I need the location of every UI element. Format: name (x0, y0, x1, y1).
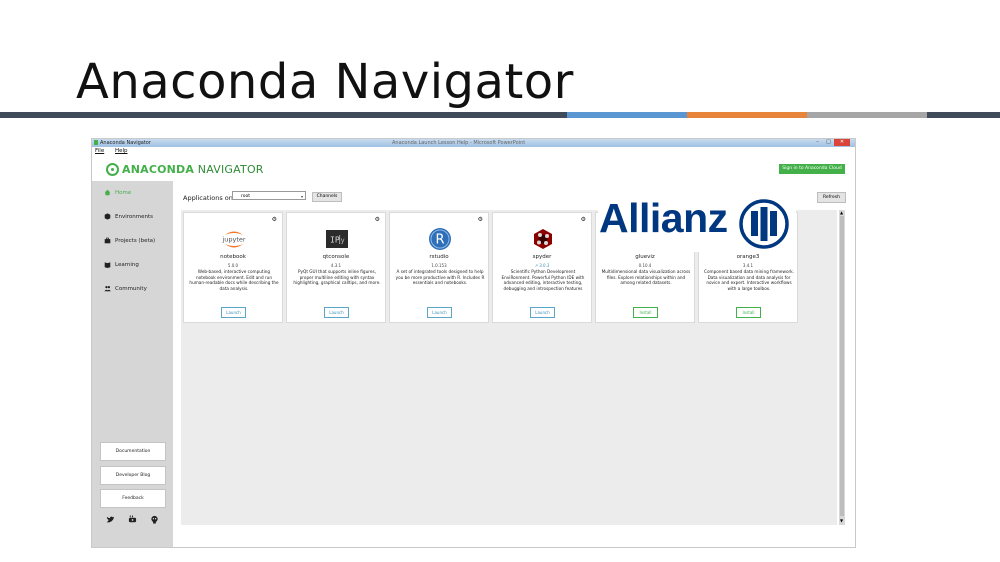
app-version: 1.0.153 (431, 263, 447, 268)
app-card-qtconsole: ⚙ IP y qtconsole 4.3.1 PyQt GUI that sup… (286, 212, 386, 323)
svg-text:jupyter: jupyter (222, 236, 246, 244)
environment-value: root (241, 194, 251, 199)
svg-text:y: y (341, 237, 345, 245)
jupyter-icon: jupyter (222, 231, 246, 248)
window-titlebar: Anaconda Navigator Anaconda Launch Lesso… (92, 139, 855, 147)
app-description: Component based data mining framework. D… (704, 269, 794, 291)
app-name: orange3 (736, 254, 760, 260)
sidebar: Home Environments Projects (beta) Learni… (92, 181, 173, 547)
window-title: Anaconda Navigator (100, 140, 151, 146)
app-version: 3.4.1 (742, 263, 754, 268)
accent-stripe-blue (567, 112, 687, 118)
briefcase-icon (104, 237, 111, 244)
gear-icon[interactable]: ⚙ (477, 216, 483, 223)
app-description: Multidimensional data visualization acro… (601, 269, 691, 286)
launch-button[interactable]: Launch (427, 307, 452, 318)
launch-button[interactable]: Launch (324, 307, 349, 318)
slide-title: Anaconda Navigator (76, 54, 574, 110)
menu-bar: File Help (92, 148, 134, 156)
youtube-icon[interactable] (128, 515, 137, 524)
sidebar-item-home[interactable]: Home (104, 189, 131, 196)
accent-stripe-orange (687, 112, 807, 118)
app-description: Scientific Python Development EnviRonmen… (501, 269, 585, 291)
sidebar-item-label: Environments (115, 213, 153, 220)
menu-help[interactable]: Help (114, 148, 128, 154)
app-version: 0.10.4 (638, 263, 652, 268)
app-description: PyQt GUI that supports inline figures, p… (293, 269, 381, 286)
scrollbar-thumb[interactable] (840, 216, 844, 516)
sidebar-item-learning[interactable]: Learning (104, 261, 139, 268)
app-name: rstudio (429, 254, 449, 260)
app-card-rstudio: ⚙ R rstudio 1.0.153 A set of integrated … (389, 212, 489, 323)
app-name: spyder (532, 254, 552, 260)
applications-on-label: Applications on (183, 194, 233, 202)
ipython-icon: IP y (326, 230, 348, 248)
minimize-icon[interactable]: – (816, 139, 819, 145)
app-icon (94, 140, 98, 145)
gear-icon[interactable]: ⚙ (374, 216, 380, 223)
main-panel: Applications on root ▾ Channels Refresh … (179, 187, 849, 539)
github-icon[interactable] (150, 515, 159, 524)
refresh-button[interactable]: Refresh (817, 192, 846, 203)
app-name: glueviz (635, 254, 655, 260)
twitter-icon[interactable] (106, 515, 115, 524)
scroll-down-icon[interactable]: ▼ (840, 518, 844, 523)
allianz-logo-overlay: Allianz (598, 195, 796, 252)
anaconda-ring-icon (106, 162, 119, 176)
app-version-value: 3.0.3 (539, 263, 550, 268)
feedback-button[interactable]: Feedback (100, 489, 166, 508)
svg-text:IP: IP (330, 236, 340, 245)
app-name: notebook (220, 254, 246, 260)
app-version: 5.0.0 (227, 263, 239, 268)
app-card-spyder: ⚙ spyder ↗ 3.0.3 Scientific Python Devel… (492, 212, 592, 323)
svg-text:R: R (435, 233, 444, 248)
signin-button[interactable]: Sign in to Anaconda Cloud (779, 164, 845, 174)
close-icon[interactable]: ✕ (834, 139, 850, 146)
logo-text-light: NAVIGATOR (194, 162, 264, 176)
accent-stripe-gray (807, 112, 927, 118)
anaconda-logo: ANACONDA NAVIGATOR (106, 161, 264, 177)
maximize-icon[interactable]: □ (826, 139, 831, 145)
allianz-wordmark: Allianz (599, 195, 728, 241)
window-title-center: Anaconda Launch Lesson Help - Microsoft … (392, 140, 526, 146)
app-version: ↗ 3.0.3 (534, 263, 550, 268)
rstudio-icon: R (429, 228, 451, 250)
sidebar-item-label: Projects (beta) (115, 237, 156, 244)
app-description: A set of integrated tools designed to he… (395, 269, 485, 286)
accent-stripe-dark-end (927, 112, 1000, 118)
app-version: 4.3.1 (330, 263, 342, 268)
menu-file[interactable]: File (95, 148, 105, 154)
chevron-down-icon: ▾ (300, 194, 303, 199)
sidebar-item-community[interactable]: Community (104, 285, 147, 292)
launch-button[interactable]: Launch (530, 307, 555, 318)
sidebar-item-environments[interactable]: Environments (104, 213, 153, 220)
home-icon (104, 189, 111, 196)
documentation-button[interactable]: Documentation (100, 442, 166, 461)
sidebar-item-label: Home (115, 189, 132, 196)
sidebar-item-projects[interactable]: Projects (beta) (104, 237, 155, 244)
people-icon (104, 285, 111, 292)
gear-icon[interactable]: ⚙ (271, 216, 277, 223)
developer-blog-button[interactable]: Developer Blog (100, 466, 166, 485)
environment-select[interactable]: root ▾ (232, 191, 306, 200)
app-card-notebook: ⚙ jupyter notebook 5.0.0 Web-based, inte… (183, 212, 283, 323)
launch-button[interactable]: Launch (221, 307, 246, 318)
app-name: qtconsole (322, 254, 350, 260)
gear-icon[interactable]: ⚙ (580, 216, 586, 223)
app-description: Web-based, interactive computing noteboo… (189, 269, 279, 291)
accent-stripe-dark (0, 112, 567, 118)
spyder-icon (534, 229, 552, 249)
book-icon (104, 262, 111, 268)
scroll-up-icon[interactable]: ▲ (840, 210, 844, 215)
vertical-scrollbar[interactable]: ▲ ▼ (839, 210, 845, 525)
install-button[interactable]: Install (736, 307, 761, 318)
logo-text-bold: ANACONDA (122, 162, 195, 176)
channels-button[interactable]: Channels (312, 192, 342, 202)
allianz-emblem-icon (739, 199, 789, 249)
cube-icon (104, 213, 111, 220)
sidebar-item-label: Community (115, 285, 147, 292)
install-button[interactable]: Install (633, 307, 658, 318)
sidebar-item-label: Learning (115, 261, 139, 268)
